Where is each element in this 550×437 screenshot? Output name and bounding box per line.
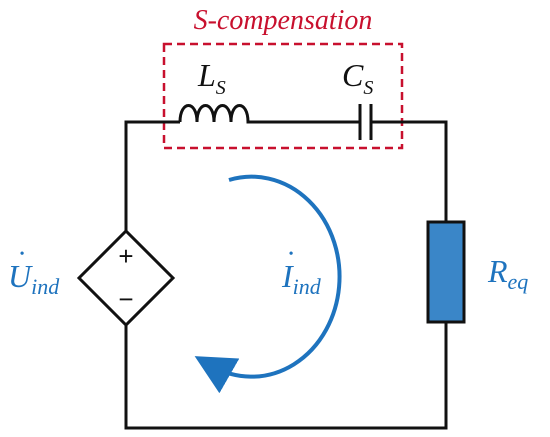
capacitor-symbol: C: [342, 57, 364, 93]
compensation-label: S-compensation: [194, 5, 373, 36]
source-voltage-dot: •: [20, 247, 25, 262]
inductor-subscript: S: [216, 77, 226, 99]
dependent-voltage-source-icon: + −: [76, 228, 176, 328]
resistor-icon: [426, 220, 466, 324]
circular-current-arrow-icon: [194, 174, 342, 394]
current-symbol: I: [281, 258, 294, 294]
right-bottom-wire: [124, 322, 448, 430]
compensation-box: [162, 42, 404, 150]
resistor-subscript: eq: [508, 269, 529, 294]
resistor-symbol: R: [487, 253, 508, 289]
source-voltage-symbol: U: [8, 258, 33, 294]
source-voltage-subscript: ind: [31, 274, 60, 299]
right-top-wire: [371, 120, 448, 222]
current-dot: •: [289, 247, 294, 262]
source-plus-sign: +: [118, 241, 133, 271]
capacitor-subscript: S: [363, 77, 373, 99]
inductor-symbol: L: [197, 57, 216, 93]
current-subscript: ind: [293, 274, 322, 299]
capacitor-label: CS: [342, 57, 373, 99]
source-minus-sign: −: [118, 284, 133, 314]
resistor-label: Req: [487, 253, 528, 294]
source-voltage-label: Uind: [8, 258, 60, 299]
left-wire: [124, 120, 180, 231]
inductor-coil-icon: [178, 104, 257, 124]
capacitor-icon: [358, 104, 373, 140]
inductor-label: LS: [197, 57, 226, 99]
current-label: Iind: [281, 258, 322, 299]
